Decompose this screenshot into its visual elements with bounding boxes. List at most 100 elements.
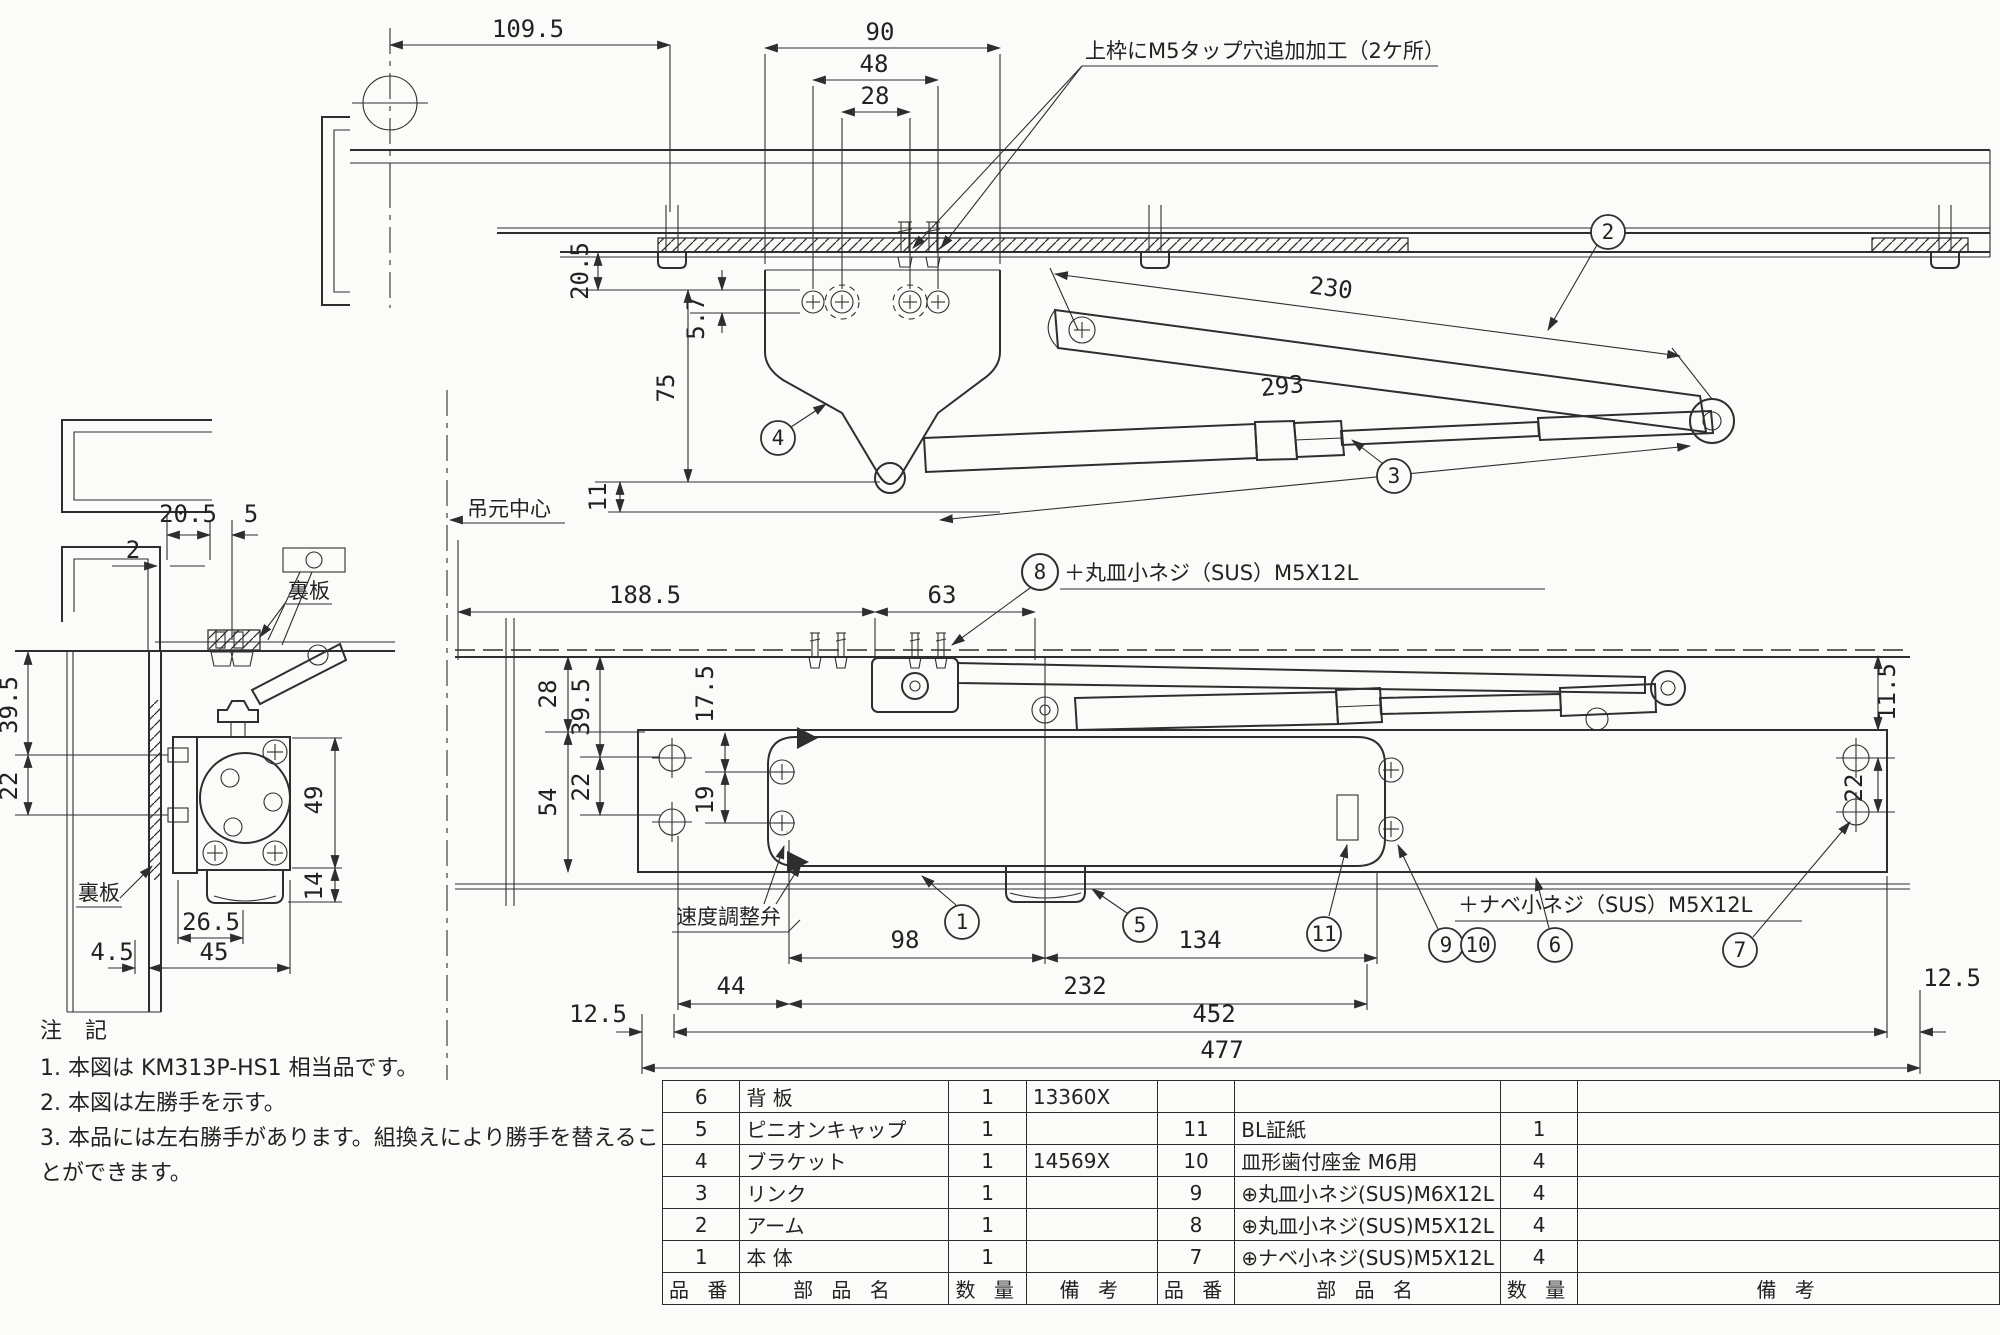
dim-232-label: 232	[1063, 972, 1106, 1000]
part-no: 2	[661, 1208, 741, 1241]
svg-text:10: 10	[1465, 933, 1490, 957]
dim-4-5-side-label: 4.5	[90, 938, 133, 966]
pan-screw-label: ＋ナベ小ネジ（SUS）M5X12L	[1458, 893, 1753, 917]
header-part-qty: 数 量	[948, 1272, 1027, 1305]
back-plate-bottom-label: 裏板	[78, 881, 120, 905]
part-qty: 1	[948, 1144, 1027, 1177]
dim-22-right: 22	[1840, 756, 1883, 814]
dim-5-7: 5.7	[682, 270, 800, 340]
dim-17-5-bottom: 17.5	[691, 665, 730, 774]
balloon-7: 7	[1722, 932, 1758, 968]
frame-jamb-section	[321, 116, 350, 306]
svg-text:7: 7	[1734, 938, 1747, 962]
dim-54-bottom-label: 54	[534, 788, 562, 817]
dim-22-side-label: 22	[0, 772, 23, 801]
part-note	[1025, 1240, 1158, 1273]
dim-48-label: 48	[860, 50, 889, 78]
dim-14-side: 14	[288, 866, 342, 904]
dim-20-5-top: 20.5	[566, 242, 800, 300]
dim-293: 293	[938, 370, 1692, 524]
svg-text:6: 6	[1549, 933, 1562, 957]
dim-22-right-label: 22	[1840, 774, 1868, 803]
svg-text:2: 2	[1602, 220, 1615, 244]
callout-flat-screw: 8 ＋丸皿小ネジ（SUS）M5X12L	[951, 553, 1545, 646]
flat-screw-label: ＋丸皿小ネジ（SUS）M5X12L	[1064, 561, 1359, 585]
dim-49-side: 49	[292, 736, 342, 870]
header-part-no: 品 番	[661, 1272, 741, 1305]
table-header-row: 品 番 部 品 名 数 量 備 考 品 番 部 品 名 数 量 備 考	[661, 1272, 2000, 1305]
notes-block: 注 記 1. 本図は KM313P-HS1 相当品です。 2. 本図は左勝手を示…	[40, 1014, 660, 1191]
soffit-hatch-plate	[657, 237, 1969, 253]
balloon-11: 11	[1306, 843, 1349, 952]
dim-49-side-label: 49	[300, 786, 328, 815]
part-no: 6	[661, 1080, 741, 1113]
part-qty	[1499, 1080, 1579, 1113]
part-qty: 4	[1499, 1144, 1579, 1177]
dim-63-label: 63	[928, 581, 957, 609]
dim-477-row: 477	[640, 1036, 1922, 1073]
part-no: 7	[1156, 1240, 1236, 1273]
notes-title: 注 記	[40, 1019, 115, 1044]
header-part-note: 備 考	[1577, 1272, 2000, 1305]
part-note: 14569X	[1025, 1144, 1158, 1177]
hinge-pivot-mark	[352, 28, 428, 308]
part-note	[1025, 1112, 1158, 1145]
dim-134-label: 134	[1178, 926, 1221, 954]
side-closer-body	[172, 700, 291, 904]
dim-17-5-bottom-label: 17.5	[691, 665, 719, 723]
closer-body-rect	[767, 657, 1404, 905]
part-no: 11	[1156, 1112, 1236, 1145]
table-row: 5 ピニオンキャップ 1 11 BL証紙 1	[661, 1112, 2000, 1145]
part-qty: 1	[948, 1240, 1027, 1273]
header-part-name: 部 品 名	[1234, 1272, 1501, 1305]
dim-28: 28	[840, 82, 912, 289]
dim-2-side-label: 2	[126, 536, 140, 564]
part-qty: 1	[948, 1176, 1027, 1209]
hinge-center-label: 吊元中心	[467, 497, 551, 521]
part-no: 8	[1156, 1208, 1236, 1241]
part-note	[1577, 1144, 2000, 1177]
part-note	[1577, 1112, 2000, 1145]
top-view: 109.5 90 48 28 20.5 5.7	[321, 15, 1991, 524]
dim-39-5-bottom-label: 39.5	[567, 678, 595, 736]
dim-4-5-45-side: 4.5 45	[90, 880, 292, 974]
part-no: 4	[661, 1144, 741, 1177]
right-holes	[1836, 738, 1895, 832]
part-name: リンク	[739, 1176, 950, 1209]
dim-45-side-label: 45	[200, 938, 229, 966]
dim-230: 230	[1049, 267, 1713, 400]
back-plate-rect	[455, 729, 1910, 890]
svg-text:9: 9	[1440, 933, 1453, 957]
part-name: 本 体	[739, 1240, 950, 1273]
svg-text:4: 4	[772, 426, 785, 450]
bracket-screws	[801, 284, 950, 320]
part-name: 皿形歯付座金 M6用	[1234, 1144, 1501, 1177]
part-no: 9	[1156, 1176, 1236, 1209]
note-item-3: 3. 本品には左右勝手があります。組換えにより勝手を替えることができます。	[40, 1126, 659, 1186]
part-name: ⊕丸皿小ネジ(SUS)M6X12L	[1234, 1176, 1501, 1209]
dim-12-5-right-label: 12.5	[1923, 964, 1981, 992]
dim-109-5: 109.5	[388, 15, 672, 212]
dim-11-top: 11	[584, 480, 1000, 514]
balloon-2: 2	[1547, 214, 1626, 331]
link-rod	[922, 409, 1715, 474]
header-part-note: 備 考	[1025, 1272, 1158, 1305]
table-row: 3 リンク 1 9 ⊕丸皿小ネジ(SUS)M6X12L 4	[661, 1176, 2000, 1209]
part-name: ⊕ナベ小ネジ(SUS)M5X12L	[1234, 1240, 1501, 1273]
back-plate-top-label: 裏板	[288, 579, 330, 603]
dim-90-label: 90	[866, 18, 895, 46]
dim-11-top-label: 11	[584, 483, 612, 512]
frame-bolt	[657, 205, 687, 269]
part-note	[1025, 1176, 1158, 1209]
dim-20-5-side-label: 20.5	[159, 500, 217, 528]
dim-39-5-side: 39.5	[0, 650, 168, 757]
frame-bolt	[1140, 205, 1170, 269]
dim-44-232: 44 232	[676, 836, 1369, 1010]
dim-293-label: 293	[1259, 370, 1305, 402]
svg-text:11: 11	[1311, 922, 1336, 946]
dim-28-bottom: 28	[534, 655, 573, 734]
dim-477-label: 477	[1200, 1036, 1243, 1064]
table-row: 1 本 体 1 7 ⊕ナベ小ネジ(SUS)M5X12L 4	[661, 1240, 2000, 1273]
callout-speed-valve: 速度調整弁	[672, 844, 802, 933]
